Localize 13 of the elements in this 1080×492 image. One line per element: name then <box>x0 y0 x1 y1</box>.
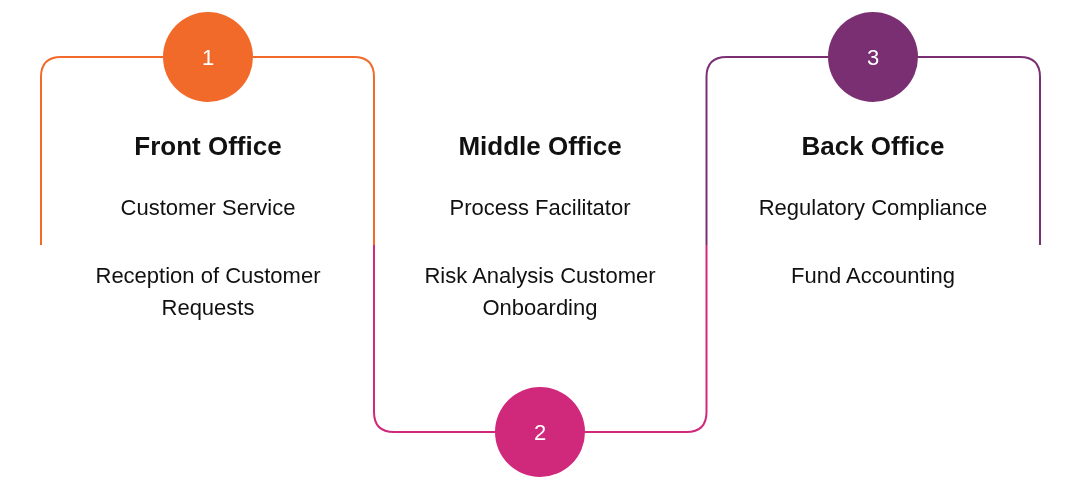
connector-line <box>917 56 1041 246</box>
connector-line <box>40 56 164 246</box>
role-text: Process Facilitator <box>448 194 632 222</box>
role-text: Fund Accounting <box>790 262 956 290</box>
connector-line <box>584 56 829 433</box>
column-heading: Back Office <box>801 130 945 163</box>
connector-line <box>252 56 496 433</box>
role-text: Reception of Customer Requests <box>94 262 322 322</box>
role-text: Risk Analysis Customer Onboarding <box>423 262 657 322</box>
role-text: Regulatory Compliance <box>757 194 989 222</box>
column-heading: Middle Office <box>458 130 622 163</box>
role-text: Customer Service <box>119 194 297 222</box>
column-heading: Front Office <box>134 130 282 163</box>
